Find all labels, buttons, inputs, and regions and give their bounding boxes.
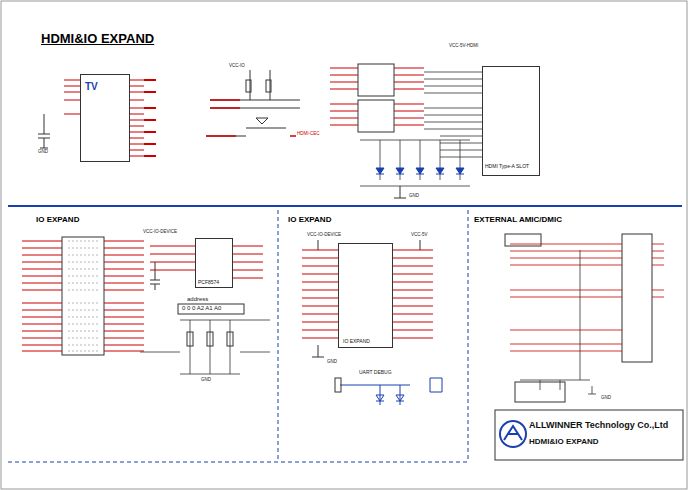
text-holder: ALLWINNER Technology Co.,LtdHDMI&IO EXPA…	[529, 420, 668, 447]
text-holder: TV	[85, 81, 98, 94]
net-label: VCC-IO	[228, 64, 246, 69]
address-box	[178, 304, 244, 314]
debug-header	[340, 378, 442, 405]
hdmi-chip: TV	[80, 74, 130, 162]
sheet-name: HDMI&IO EXPAND	[529, 437, 668, 447]
net-label: GND	[37, 150, 49, 155]
section-divider	[468, 210, 469, 462]
resistor-symbol	[227, 332, 233, 346]
section-heading: IO EXPAND	[287, 216, 332, 225]
io-expander-chip: PCF8574	[195, 238, 233, 288]
pin-wires	[330, 68, 424, 125]
title-block-frame	[495, 410, 683, 460]
hdmi-wires	[424, 72, 482, 157]
net-label: GND	[600, 396, 612, 401]
chip-label: HDMI Type-A SLOT	[485, 163, 529, 169]
pullup-wires	[140, 320, 270, 374]
net-labels	[144, 80, 156, 156]
resistor-symbol	[207, 332, 213, 346]
text-holder: PCF8574	[198, 279, 219, 285]
section-heading: EXTERNAL AMIC/DMIC	[473, 216, 563, 225]
net-label: UART DEBUG	[358, 370, 393, 376]
section-divider	[278, 210, 279, 462]
net-label: address	[186, 296, 209, 303]
net-label: 0 0 0 A2 A1 A0	[181, 305, 222, 312]
resistor-array	[62, 237, 104, 355]
resistor-symbol	[335, 378, 341, 392]
resistor-symbol	[187, 332, 193, 346]
pin-wires	[510, 244, 664, 351]
net-labels	[206, 100, 320, 136]
text-holder: IO EXPAND	[343, 338, 370, 344]
power-wires	[312, 240, 420, 357]
section-heading: IO EXPAND	[35, 216, 80, 225]
capacitor-symbol	[38, 114, 50, 148]
esd-chip	[358, 64, 394, 96]
net-label: VCC-IO-DEVICE	[142, 230, 178, 235]
text-holder: HDMI Type-A SLOT	[485, 163, 529, 169]
chip-label: PCF8574	[198, 279, 219, 285]
section-divider	[8, 462, 468, 463]
mic-chip	[505, 234, 541, 246]
capacitor-symbol	[150, 262, 160, 290]
power-wires	[520, 250, 596, 394]
transistor-symbol	[256, 118, 268, 124]
tvs-wires	[360, 140, 470, 186]
resistor-symbol	[246, 80, 251, 92]
resistor-elements	[68, 241, 98, 351]
net-label: HDMI-CEC	[296, 132, 321, 137]
chip-label: TV	[85, 81, 98, 94]
chip-label: ALLWINNER Technology Co.,Ltd	[529, 420, 668, 431]
io-expander-chip: IO EXPAND	[338, 243, 393, 348]
net-label: GND	[326, 360, 338, 365]
net-label: VCC-5V-HDMI	[448, 44, 479, 49]
hdmi-connector: HDMI Type-A SLOT	[482, 66, 540, 176]
tvs-diode	[376, 168, 464, 174]
sheet-title: HDMI&IO EXPAND	[40, 32, 155, 46]
title-block: ALLWINNER Technology Co.,LtdHDMI&IO EXPA…	[495, 410, 683, 460]
section-divider	[8, 205, 682, 207]
ldo-chip	[515, 382, 565, 402]
net-wires	[22, 241, 144, 351]
net-label: VCC-5V	[410, 233, 429, 238]
net-label: VCC-IO-DEVICE	[306, 233, 342, 238]
resistor-symbol	[266, 80, 271, 92]
esd-chip	[358, 100, 394, 132]
company-logo	[504, 426, 522, 440]
chip-label: IO EXPAND	[343, 338, 370, 344]
wires	[206, 70, 300, 136]
company-logo	[500, 421, 526, 447]
net-label: GND	[408, 194, 420, 199]
mic-connector	[622, 234, 652, 362]
net-label: GND	[200, 378, 212, 383]
ground-symbol	[394, 186, 406, 198]
